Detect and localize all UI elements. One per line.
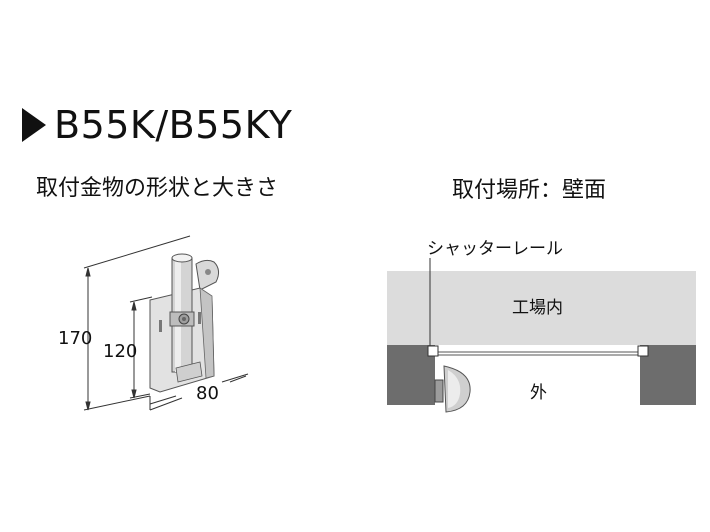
product-title-text: B55K/B55KY: [54, 103, 293, 147]
dim-arrow-120-bottom: [131, 389, 137, 399]
dim-arrow-170-top: [85, 267, 91, 277]
dim-ext-bottom-170: [83, 395, 151, 411]
dim-ext-top-120: [129, 296, 153, 303]
plate-slot-right: [198, 312, 201, 324]
wall-left: [387, 345, 435, 405]
dim-line-80-right: [229, 375, 247, 383]
bracket-body: [149, 253, 220, 393]
dim-ext-80-b: [221, 373, 249, 383]
shutter-rail-block-left: [427, 345, 439, 357]
bracket-drawing: [83, 235, 249, 411]
dim-arrow-170-bottom: [85, 401, 91, 411]
dim-ext-top-170: [83, 235, 191, 269]
plate-slot-left: [159, 320, 162, 332]
wall-mount-bracket: [434, 379, 444, 403]
product-title: B55K/B55KY: [22, 100, 292, 150]
bracket-tube-top: [171, 253, 193, 263]
outside-label: 外: [530, 383, 547, 403]
outdoor-light-lens: [448, 370, 461, 408]
bracket-bolt-center: [182, 317, 186, 321]
dim-ext-80-a: [149, 397, 183, 411]
installation-diagram: [387, 258, 696, 413]
shutter-rail-block-right: [637, 345, 649, 357]
inside-area: [387, 271, 696, 345]
bracket-ear: [195, 259, 220, 291]
dim-line-80-left: [149, 395, 177, 405]
dim-label-80: 80: [196, 383, 219, 404]
bracket-plate-edge: [199, 287, 215, 379]
inside-label: 工場内: [512, 298, 563, 318]
wall-right: [640, 345, 696, 405]
dim-arrow-120-top: [131, 301, 137, 311]
bracket-shape-heading: 取付金物の形状と大きさ: [36, 176, 279, 201]
shutter-rail-label: シャッターレール: [427, 239, 563, 259]
triangle-bullet-icon: [22, 108, 46, 142]
mount-location-heading: 取付場所：壁面: [452, 178, 607, 203]
dim-label-120: 120: [103, 341, 137, 362]
bracket-ear-hole: [205, 269, 211, 275]
bracket-foot: [175, 361, 203, 383]
dim-label-170: 170: [58, 328, 92, 349]
